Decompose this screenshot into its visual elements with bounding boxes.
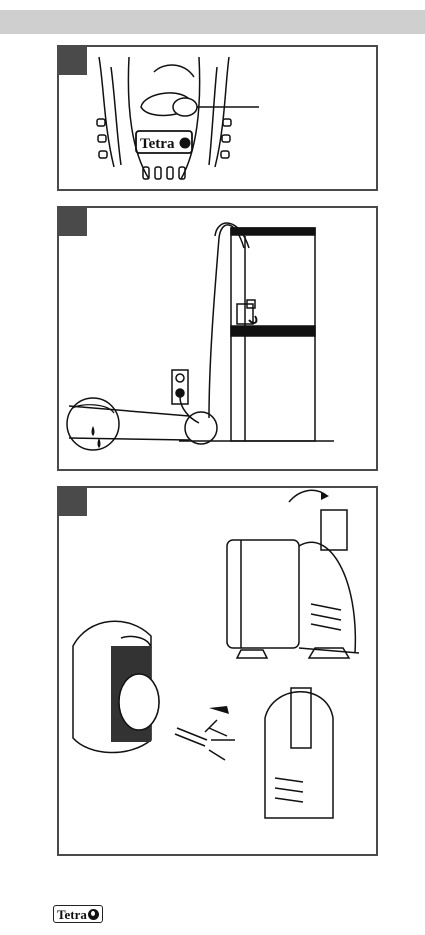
aquarium-setup-illustration xyxy=(59,208,376,469)
step-3-marker xyxy=(59,488,87,516)
header-bar xyxy=(0,10,425,34)
tetra-fish-icon xyxy=(88,909,99,920)
figure-panel-1: Tetra xyxy=(57,45,378,191)
pump-front-illustration: Tetra xyxy=(59,47,376,189)
figure-panel-3 xyxy=(57,486,378,856)
pump-brand-label: Tetra xyxy=(140,136,175,152)
footer-logo-text: Tetra xyxy=(57,907,87,922)
pump-disassembly-illustration xyxy=(59,488,376,854)
figure-panel-2 xyxy=(57,206,378,471)
step-1-marker xyxy=(59,47,87,75)
step-2-marker xyxy=(59,208,87,236)
footer-tetra-logo: Tetra xyxy=(53,905,103,923)
